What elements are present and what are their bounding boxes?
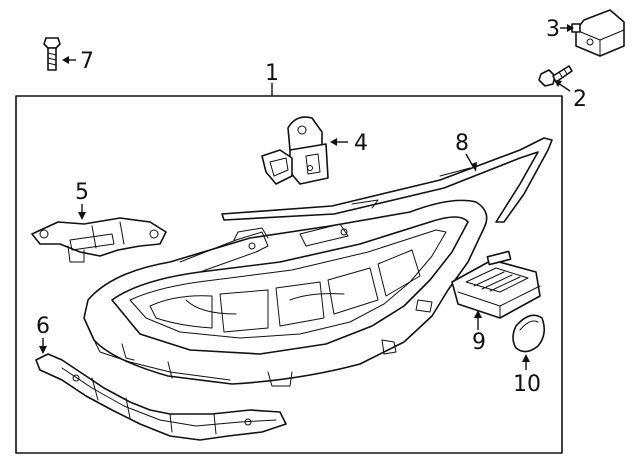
arrow-5 xyxy=(78,212,86,220)
assembly-frame xyxy=(15,95,563,454)
arrow-3 xyxy=(567,24,574,32)
callout-3: 3 xyxy=(546,17,560,42)
callout-8: 8 xyxy=(455,131,469,156)
callout-2: 2 xyxy=(573,87,587,112)
leader-2 xyxy=(557,82,571,92)
arrow-4 xyxy=(330,138,337,146)
side-bracket-part xyxy=(35,353,287,441)
arrow-9 xyxy=(474,310,482,318)
arrow-8 xyxy=(471,162,477,172)
callout-9: 9 xyxy=(472,330,486,355)
callout-6: 6 xyxy=(36,314,50,339)
headlamp-assembly-part xyxy=(83,199,488,387)
arrow-2 xyxy=(554,80,562,87)
screw-part xyxy=(43,37,61,71)
arrow-7 xyxy=(62,56,69,64)
trim-strip-part xyxy=(221,137,553,223)
cover-cap-part xyxy=(512,314,546,353)
bracket-block-part xyxy=(571,9,625,57)
bolt-part xyxy=(538,65,573,87)
upper-bracket-part xyxy=(261,116,329,185)
callout-1: 1 xyxy=(265,61,279,86)
lower-bracket-part xyxy=(31,217,167,263)
callout-7: 7 xyxy=(80,49,94,74)
arrow-10 xyxy=(522,354,530,362)
arrow-6 xyxy=(39,346,47,354)
callout-4: 4 xyxy=(354,131,368,156)
callout-5: 5 xyxy=(75,180,89,205)
callout-10: 10 xyxy=(513,372,541,397)
control-module-part xyxy=(451,250,541,319)
